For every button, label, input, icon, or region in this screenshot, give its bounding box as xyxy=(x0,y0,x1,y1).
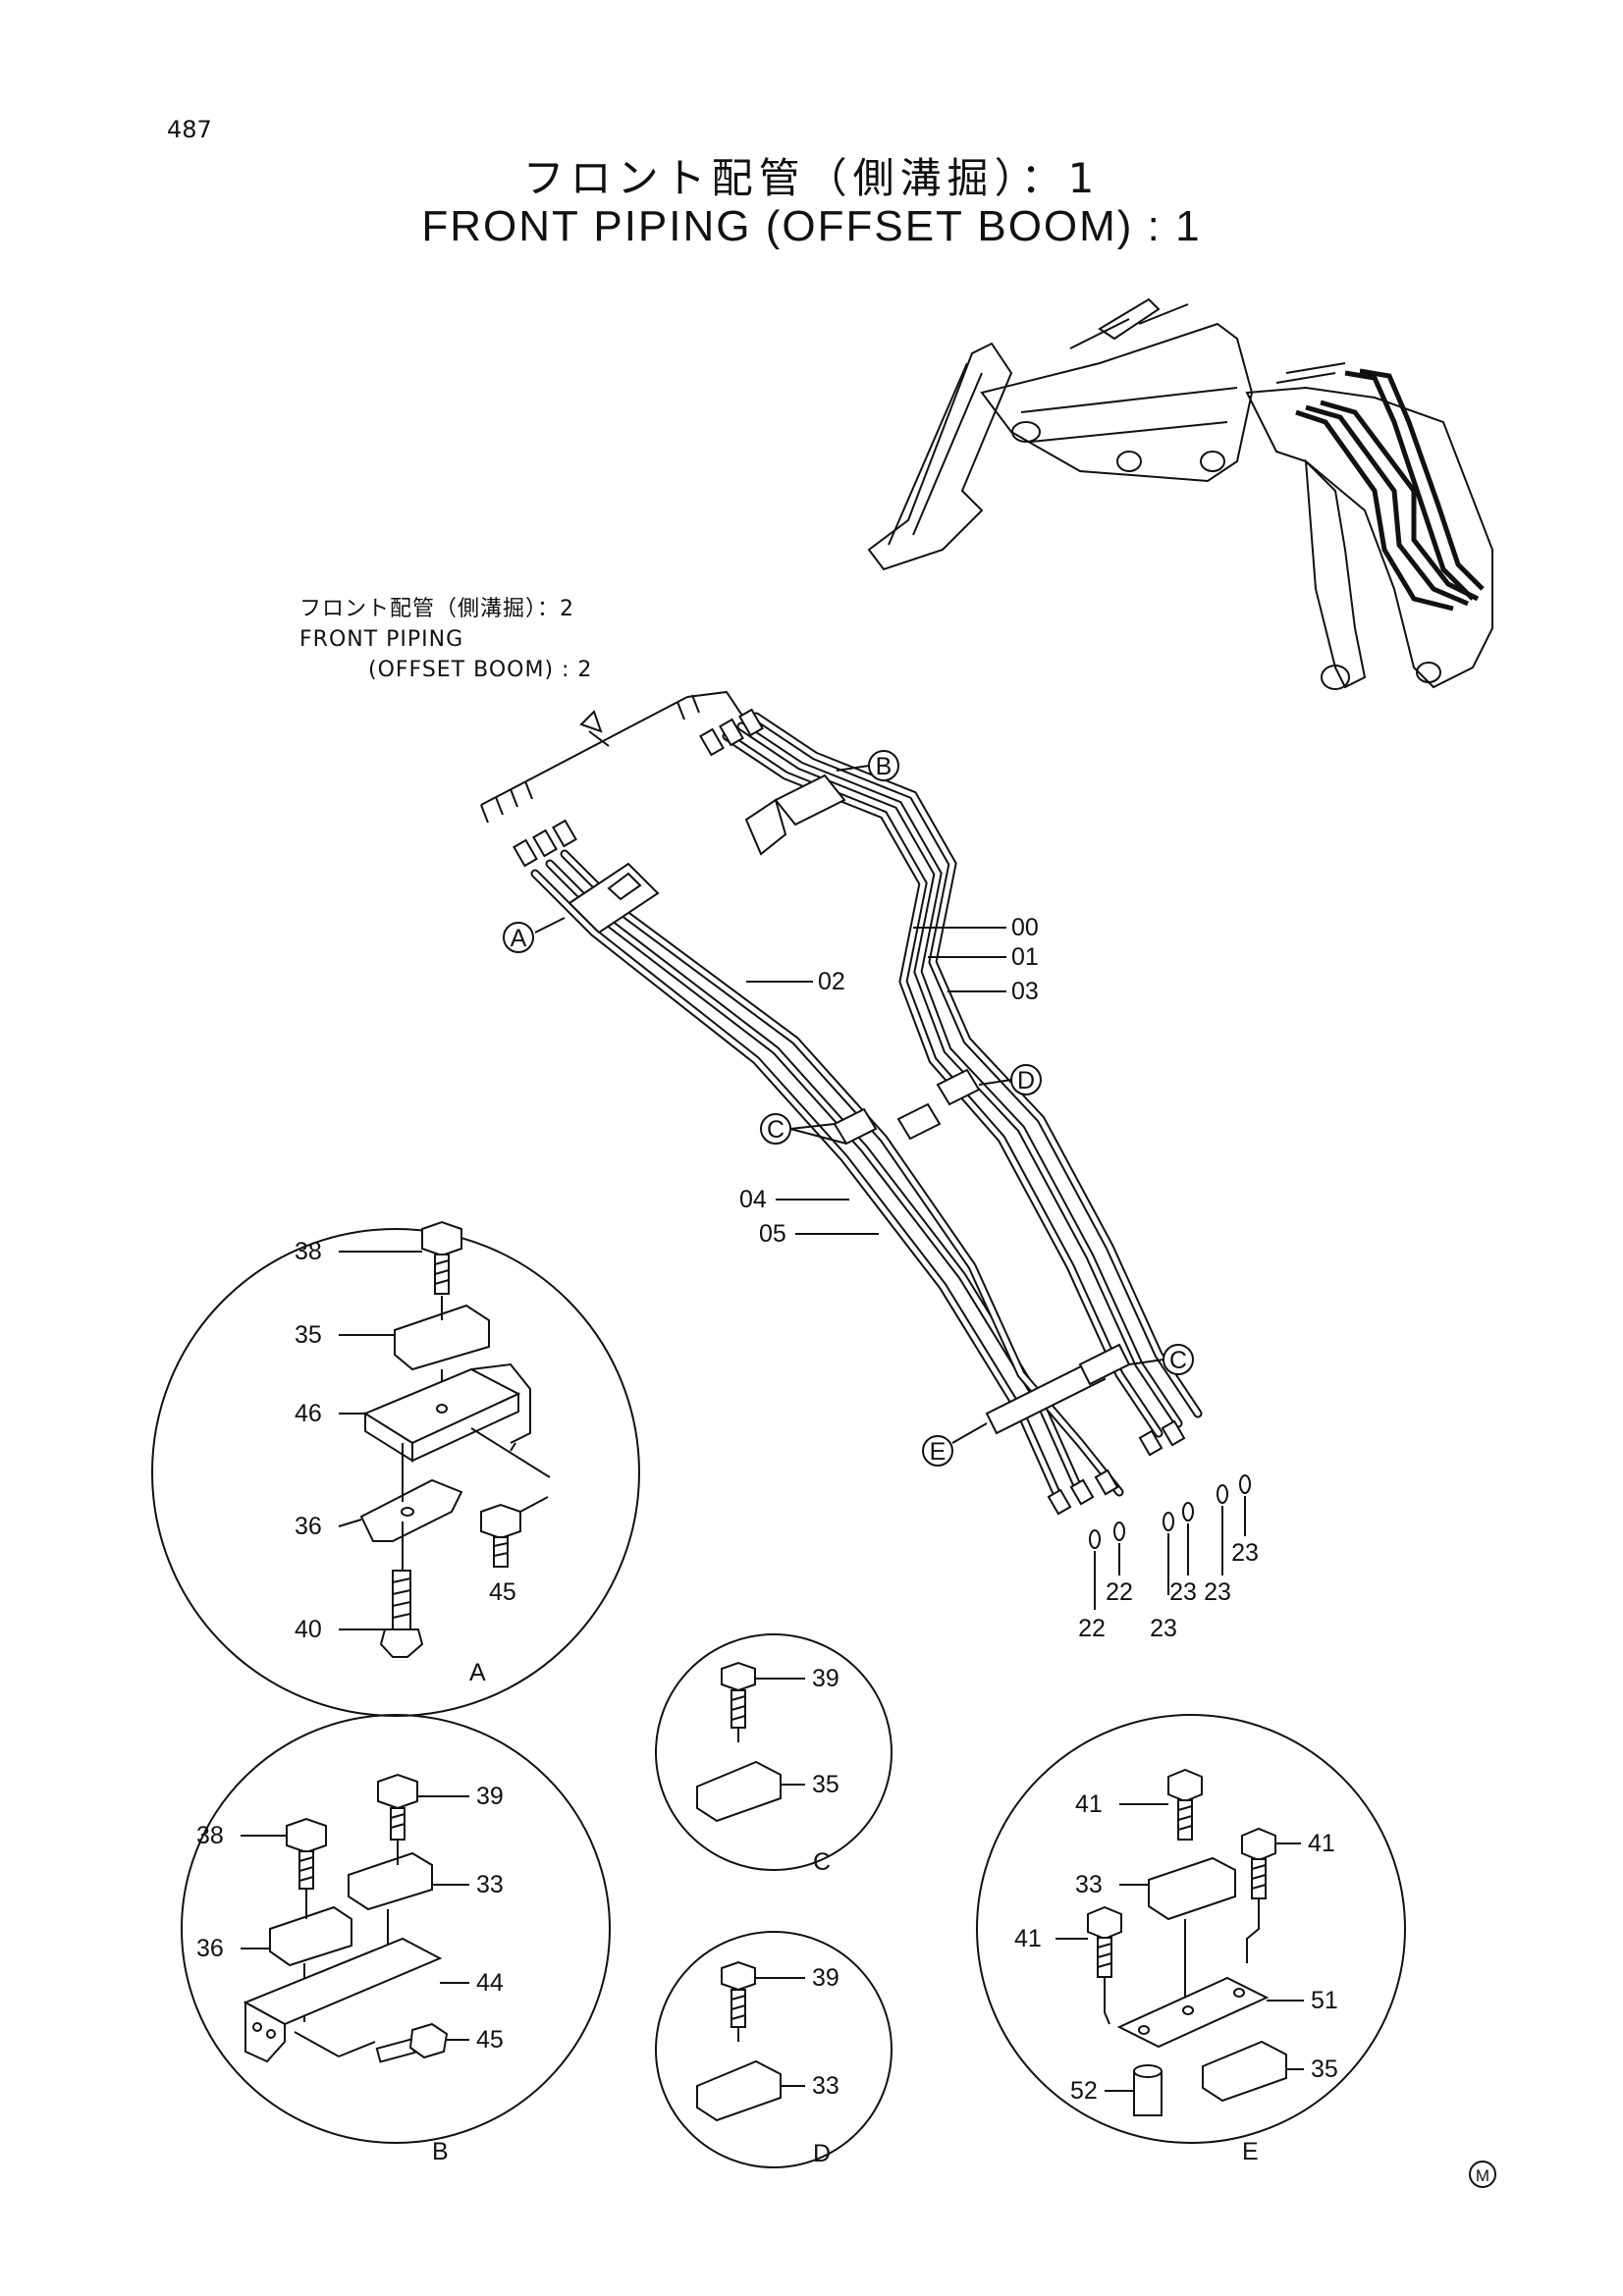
maker-mark-letter: M xyxy=(1476,2166,1489,2185)
callout-e-35: 35 xyxy=(1311,2056,1338,2083)
callout-e-52: 52 xyxy=(1070,2077,1098,2105)
view-marker-a-label: A xyxy=(511,925,527,952)
machine-overview-illustration xyxy=(867,297,1493,690)
reference-note-english-2: (OFFSET BOOM) : 2 xyxy=(368,658,593,682)
main-view-callouts: B A D C C E 00 01 03 xyxy=(503,750,1259,1642)
callout-02: 02 xyxy=(818,968,845,995)
view-marker-d-label: D xyxy=(1017,1067,1035,1095)
callout-c-35: 35 xyxy=(812,1771,839,1798)
bolt-40-icon xyxy=(379,1570,424,1658)
callout-e-41-left: 41 xyxy=(1014,1925,1042,1952)
view-marker-b-label: B xyxy=(876,753,893,780)
detail-a-title: A xyxy=(469,1659,486,1686)
callout-23-a: 23 xyxy=(1150,1615,1177,1642)
callout-b-44: 44 xyxy=(476,1969,504,1997)
callout-e-41-right: 41 xyxy=(1308,1830,1335,1857)
page-title-japanese: フロント配管（側溝掘）：1 xyxy=(522,154,1101,202)
clamp-36-b-icon xyxy=(269,1905,352,1967)
callout-b-45: 45 xyxy=(476,2026,504,2054)
callout-22-right: 22 xyxy=(1106,1578,1133,1606)
callout-01: 01 xyxy=(1011,943,1039,971)
bolt-45-b-icon xyxy=(375,2022,449,2063)
bolt-38-icon xyxy=(421,1220,462,1295)
callout-a-40: 40 xyxy=(295,1616,322,1643)
reference-note: フロント配管（側溝掘）：2 FRONT PIPING (OFFSET BOOM)… xyxy=(299,594,592,685)
callout-b-38: 38 xyxy=(196,1822,224,1849)
callout-a-35: 35 xyxy=(295,1321,322,1349)
bolt-39-c-icon xyxy=(721,1661,756,1729)
callout-a-36: 36 xyxy=(295,1513,322,1540)
callout-c-39: 39 xyxy=(812,1665,839,1692)
reference-note-english-1: FRONT PIPING xyxy=(299,627,464,652)
page-number: 487 xyxy=(167,116,212,143)
callout-00: 00 xyxy=(1011,914,1039,941)
bolt-39-icon xyxy=(377,1773,418,1841)
view-marker-d: D xyxy=(978,1064,1042,1095)
clamp-35-icon xyxy=(394,1304,490,1371)
view-marker-a: A xyxy=(503,917,566,953)
callout-e-51: 51 xyxy=(1311,1987,1338,2014)
view-marker-b: B xyxy=(836,750,899,781)
bracket-46-icon xyxy=(362,1362,531,1463)
hydraulic-pipe-bundle xyxy=(530,712,1203,1507)
callout-a-45: 45 xyxy=(489,1578,516,1606)
callout-b-39: 39 xyxy=(476,1783,504,1810)
callout-b-36: 36 xyxy=(196,1935,224,1962)
clamp-33-d-icon xyxy=(696,2059,782,2122)
plate-51-icon xyxy=(1116,1976,1270,2049)
detail-e-title: E xyxy=(1242,2138,1259,2165)
detail-view-b: B 39 38 33 36 xyxy=(181,1714,611,2165)
clamp-36-icon xyxy=(359,1478,463,1542)
detail-view-c: C 39 35 xyxy=(655,1633,893,1876)
callout-03: 03 xyxy=(1011,978,1039,1005)
detail-b-title: B xyxy=(432,2138,449,2165)
callout-d-33: 33 xyxy=(812,2072,839,2100)
callout-e-41-top: 41 xyxy=(1075,1790,1103,1818)
detail-c-title: C xyxy=(813,1848,831,1876)
callout-a-46: 46 xyxy=(295,1400,322,1427)
detail-view-d: D 39 33 xyxy=(655,1931,893,2168)
callout-23-d: 23 xyxy=(1231,1539,1259,1567)
maker-mark-icon: M xyxy=(1469,2161,1496,2188)
bolt-41-top-icon xyxy=(1167,1768,1203,1841)
pipe-clamps xyxy=(568,774,1131,1435)
callout-a-38: 38 xyxy=(295,1238,322,1265)
view-marker-e: E xyxy=(922,1422,988,1467)
clamp-35-c-icon xyxy=(696,1760,782,1823)
callout-b-33: 33 xyxy=(476,1871,504,1898)
page-title-english: FRONT PIPING (OFFSET BOOM) : 1 xyxy=(421,202,1202,250)
clamp-33-e-icon xyxy=(1148,1856,1236,1921)
callout-23-c: 23 xyxy=(1204,1578,1231,1606)
bolt-41-left-icon xyxy=(1087,1905,1122,1978)
clamp-33-icon xyxy=(348,1851,433,1911)
callout-22-left: 22 xyxy=(1078,1615,1106,1642)
bolt-45-icon xyxy=(480,1496,549,1568)
clamp-35-e-icon xyxy=(1202,2040,1287,2103)
bracket-44-icon xyxy=(243,1937,443,2063)
overview-highlighted-piping xyxy=(1295,368,1485,612)
callout-e-33: 33 xyxy=(1075,1871,1103,1898)
detail-view-e: E 41 41 xyxy=(976,1714,1406,2165)
reference-note-japanese: フロント配管（側溝掘）：2 xyxy=(299,597,574,621)
view-marker-c-upper-label: C xyxy=(767,1116,784,1144)
view-marker-c-upper: C xyxy=(760,1113,847,1145)
view-marker-c-lower: C xyxy=(1128,1344,1194,1375)
view-marker-c-lower-label: C xyxy=(1169,1347,1187,1374)
pipe-end-fittings xyxy=(513,708,1186,1516)
spacer-52-icon xyxy=(1133,2064,1163,2116)
piping-cut-boundary xyxy=(480,690,747,824)
detail-view-a: A xyxy=(151,1220,640,1717)
pipe-04 xyxy=(530,869,1065,1507)
detail-d-title: D xyxy=(813,2140,831,2167)
callout-04: 04 xyxy=(739,1186,767,1213)
bolt-39-d-icon xyxy=(721,1960,756,2028)
callout-23-b: 23 xyxy=(1169,1578,1197,1606)
callout-d-39: 39 xyxy=(812,1964,839,1992)
bolt-38-b-icon xyxy=(286,1817,327,1890)
seal-rings xyxy=(1089,1474,1251,1610)
view-marker-e-label: E xyxy=(930,1438,947,1466)
bolt-41-right-icon xyxy=(1241,1827,1276,1899)
callout-05: 05 xyxy=(759,1220,786,1248)
